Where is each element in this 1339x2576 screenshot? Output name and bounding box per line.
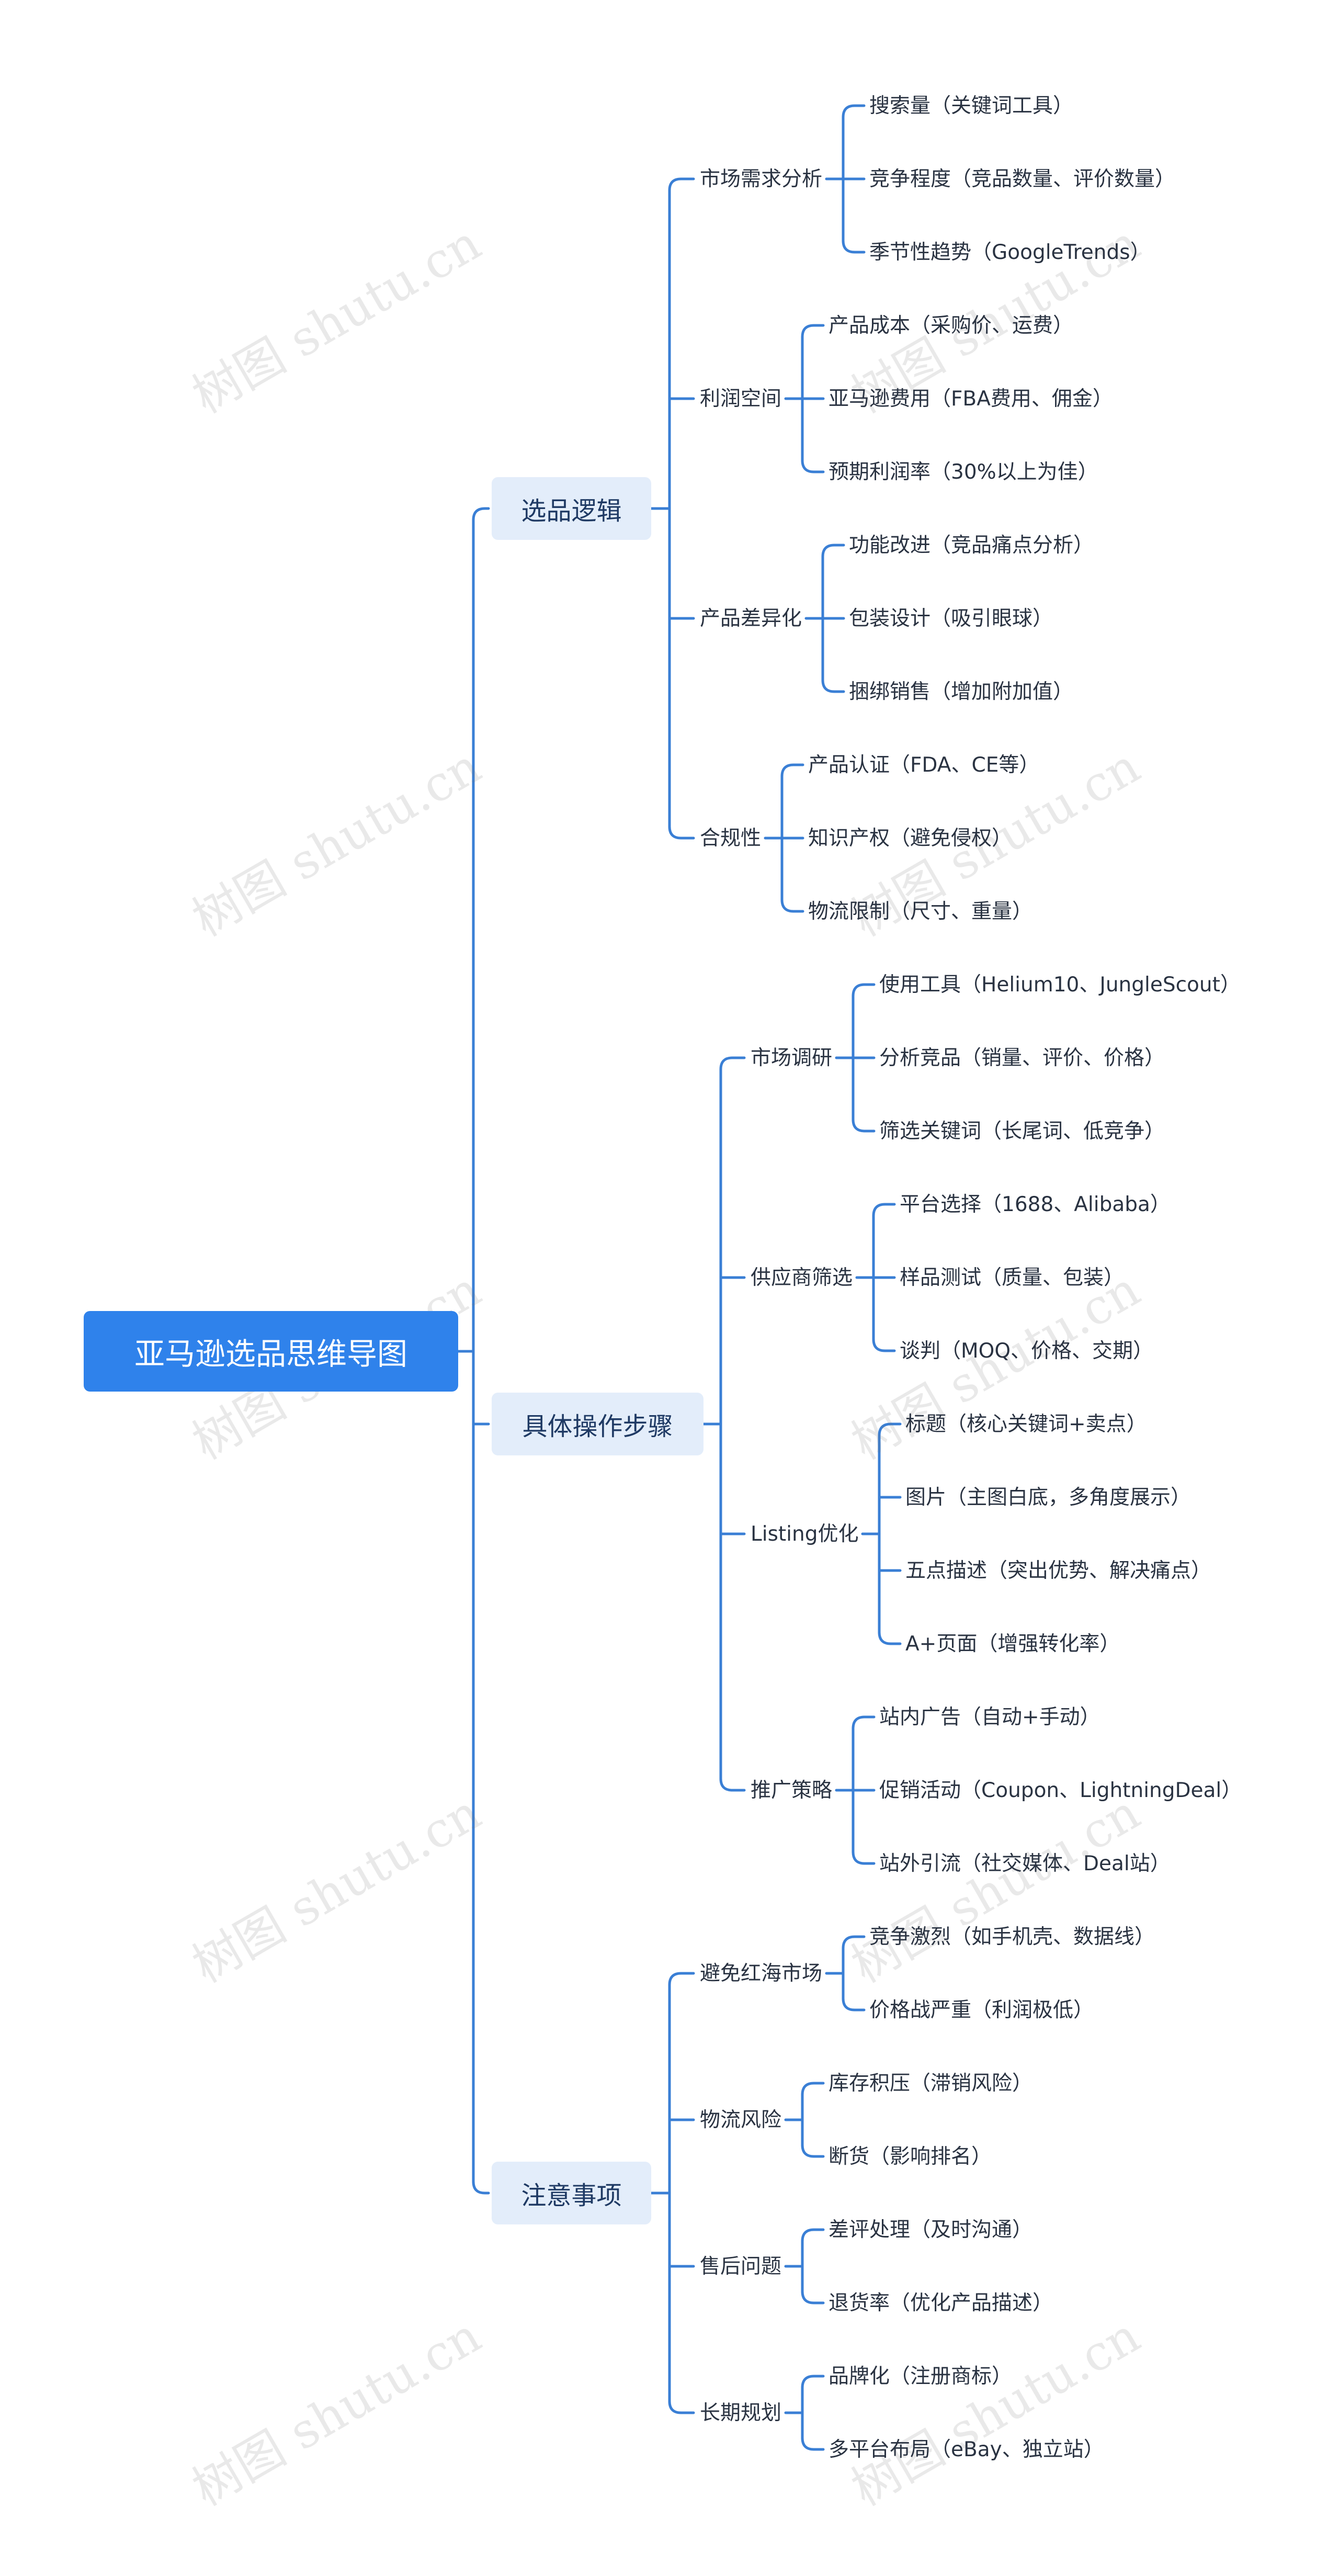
leaf-topic-1-0-2[interactable]: 筛选关键词（长尾词、低竞争）: [879, 1119, 1165, 1143]
leaf-connector-2-3-branch-1: [801, 2436, 825, 2451]
leaf-topic-1-1-0[interactable]: 平台选择（1688、Alibaba）: [900, 1192, 1171, 1216]
sub-topic-2-1[interactable]: 物流风险: [700, 2108, 782, 2132]
leaf-connector-0-0-branch-2: [842, 239, 866, 254]
branch-node-2[interactable]: 注意事项: [492, 2162, 651, 2224]
leaf-topic-0-0-0[interactable]: 搜索量（关键词工具）: [869, 94, 1074, 118]
leaf-topic-1-0-0[interactable]: 使用工具（Helium10、JungleScout）: [879, 973, 1241, 997]
sub-connector-2-branch-0: [668, 1972, 695, 1986]
sub-connector-0-branch-3: [668, 825, 695, 840]
leaf-topic-2-3-1[interactable]: 多平台布局（eBay、独立站）: [829, 2437, 1104, 2461]
root-node[interactable]: 亚马逊选品思维导图: [84, 1311, 458, 1392]
sub-topic-1-2[interactable]: Listing优化: [751, 1522, 859, 1546]
sub-topic-2-2[interactable]: 售后问题: [700, 2254, 782, 2278]
leaf-connector-1-2-branch-3: [878, 1631, 902, 1645]
leaf-connector-1-0-branch-2: [852, 1118, 876, 1133]
leaf-topic-1-0-1[interactable]: 分析竞品（销量、评价、价格）: [879, 1046, 1165, 1070]
leaf-topic-0-2-2[interactable]: 捆绑销售（增加附加值）: [849, 680, 1074, 704]
sub-topic-0-2[interactable]: 产品差异化: [700, 606, 802, 630]
leaf-topic-0-3-0[interactable]: 产品认证（FDA、CE等）: [808, 753, 1040, 777]
sub-connector-2-branch-3: [668, 2400, 695, 2414]
leaf-connector-0-3-branch-0: [780, 763, 804, 778]
leaf-topic-0-2-1[interactable]: 包装设计（吸引眼球）: [849, 606, 1053, 630]
sub-topic-2-0[interactable]: 避免红海市场: [700, 1961, 823, 1985]
sub-connector-0-branch-0: [668, 177, 695, 192]
leaf-topic-1-1-1[interactable]: 样品测试（质量、包装）: [900, 1266, 1125, 1290]
leaf-topic-0-1-1[interactable]: 亚马逊费用（FBA费用、佣金）: [829, 387, 1113, 411]
leaf-topic-2-1-1[interactable]: 断货（影响排名）: [829, 2144, 992, 2168]
branch-connector-branch-0: [472, 507, 490, 522]
leaf-topic-0-2-0[interactable]: 功能改进（竞品痛点分析）: [849, 533, 1094, 557]
sub-topic-1-1[interactable]: 供应商筛选: [751, 1266, 853, 1290]
leaf-topic-1-1-2[interactable]: 谈判（MOQ、价格、交期）: [900, 1339, 1154, 1363]
leaf-connector-2-2-branch-1: [801, 2290, 825, 2304]
leaf-topic-2-0-0[interactable]: 竞争激烈（如手机壳、数据线）: [869, 1925, 1155, 1949]
branch-node-1[interactable]: 具体操作步骤: [492, 1393, 703, 1455]
leaf-topic-0-1-2[interactable]: 预期利润率（30%以上为佳）: [829, 460, 1098, 484]
leaf-topic-0-3-2[interactable]: 物流限制（尺寸、重量）: [808, 899, 1033, 923]
leaf-connector-1-2-branch-0: [878, 1422, 902, 1437]
leaf-connector-1-3-branch-0: [852, 1715, 876, 1730]
leaf-topic-1-3-2[interactable]: 站外引流（社交媒体、Deal站）: [879, 1851, 1171, 1875]
leaf-connector-0-2-branch-2: [821, 679, 845, 693]
sub-topic-1-3[interactable]: 推广策略: [751, 1778, 833, 1802]
leaf-connector-0-1-branch-0: [801, 324, 825, 338]
leaf-connector-0-0-branch-0: [842, 104, 866, 119]
leaf-connector-2-0-branch-0: [842, 1935, 866, 1950]
leaf-connector-2-1-branch-1: [801, 2143, 825, 2158]
leaf-connector-0-1-branch-2: [801, 459, 825, 473]
leaf-topic-1-2-2[interactable]: 五点描述（突出优势、解决痛点）: [905, 1558, 1212, 1583]
leaf-connector-1-1-branch-0: [872, 1203, 896, 1217]
branch-node-0[interactable]: 选品逻辑: [492, 477, 651, 540]
leaf-topic-1-2-3[interactable]: A+页面（增强转化率）: [905, 1632, 1120, 1656]
leaf-topic-2-1-0[interactable]: 库存积压（滞销风险）: [829, 2071, 1033, 2095]
leaf-connector-1-0-branch-0: [852, 983, 876, 998]
sub-connector-1-branch-3: [719, 1777, 746, 1792]
leaf-topic-2-3-0[interactable]: 品牌化（注册商标）: [829, 2364, 1013, 2388]
leaf-connector-2-3-branch-0: [801, 2375, 825, 2389]
leaf-connector-2-1-branch-0: [801, 2082, 825, 2096]
leaf-topic-0-3-1[interactable]: 知识产权（避免侵权）: [808, 826, 1013, 850]
leaf-topic-2-0-1[interactable]: 价格战严重（利润极低）: [869, 1998, 1094, 2022]
leaf-connector-1-3-branch-2: [852, 1850, 876, 1865]
sub-topic-0-0[interactable]: 市场需求分析: [700, 167, 823, 191]
leaf-topic-2-2-1[interactable]: 退货率（优化产品描述）: [829, 2291, 1053, 2315]
leaf-topic-1-2-0[interactable]: 标题（核心关键词+卖点）: [905, 1412, 1147, 1436]
leaf-connector-2-0-branch-1: [842, 1997, 866, 2012]
leaf-topic-0-1-0[interactable]: 产品成本（采购价、运费）: [829, 313, 1074, 337]
sub-connector-1-branch-0: [719, 1056, 746, 1071]
sub-topic-0-3[interactable]: 合规性: [700, 826, 762, 850]
leaf-topic-1-3-1[interactable]: 促销活动（Coupon、LightningDeal）: [879, 1778, 1242, 1802]
sub-topic-0-1[interactable]: 利润空间: [700, 387, 782, 411]
leaf-topic-1-3-0[interactable]: 站内广告（自动+手动）: [879, 1705, 1100, 1729]
leaf-topic-2-2-0[interactable]: 差评处理（及时沟通）: [829, 2218, 1033, 2242]
sub-topic-1-0[interactable]: 市场调研: [751, 1046, 833, 1070]
sub-topic-2-3[interactable]: 长期规划: [700, 2401, 782, 2425]
leaf-topic-1-2-1[interactable]: 图片（主图白底，多角度展示）: [905, 1485, 1192, 1509]
branch-connector-branch-2: [472, 2180, 490, 2195]
leaf-connector-0-2-branch-0: [821, 544, 845, 558]
leaf-connector-1-1-branch-2: [872, 1338, 896, 1352]
leaf-topic-0-0-1[interactable]: 竞争程度（竞品数量、评价数量）: [869, 167, 1176, 191]
leaf-connector-2-2-branch-0: [801, 2228, 825, 2243]
leaf-topic-0-0-2[interactable]: 季节性趋势（GoogleTrends）: [869, 240, 1151, 264]
leaf-connector-0-3-branch-2: [780, 898, 804, 913]
